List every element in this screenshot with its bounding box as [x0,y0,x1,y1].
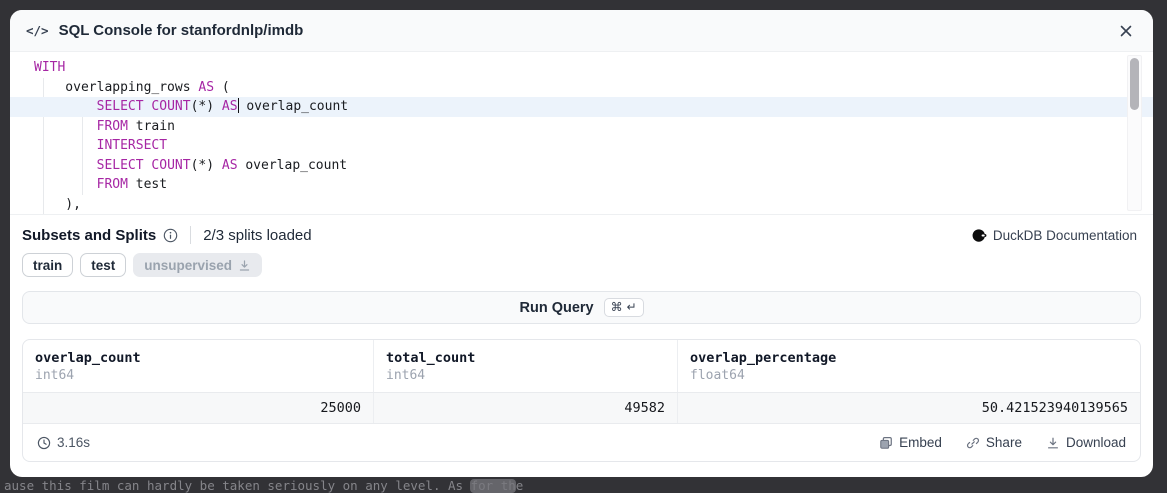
result-cell-overlap_percentage: 50.421523940139565 [981,400,1128,416]
column-header-total_count: total_count int64 [374,340,678,392]
split-chip-test[interactable]: test [80,253,127,277]
download-label: Download [1065,435,1126,450]
column-header-overlap_count: overlap_count int64 [23,340,374,392]
download-icon [239,259,250,271]
embed-icon [880,436,893,449]
sql-keyword: AS [221,157,238,173]
sql-editor[interactable]: WITH overlapping_rows AS ( SELECT COUNT(… [10,52,1153,215]
sql-console-modal: </> SQL Console for stanfordnlp/imdb WIT… [10,10,1153,477]
share-icon [966,437,979,448]
column-type: int64 [386,368,426,383]
sql-text: overlapping_rows [34,79,199,95]
sql-text [34,138,97,153]
duckdb-documentation-link[interactable]: DuckDB Documentation [972,228,1137,243]
split-chip-label: test [91,257,116,273]
sql-keyword: INTERSECT [96,138,168,153]
sql-text [34,119,97,134]
query-duration: 3.16s [37,435,90,450]
code-line[interactable]: overlapping_rows AS ( [10,78,1153,98]
column-name: overlap_count [35,350,141,366]
result-cell-overlap_count: 25000 [23,393,374,423]
split-chips: train test unsupervised [10,244,1153,277]
code-line[interactable]: FROM train [10,117,1153,137]
duckdb-documentation-label: DuckDB Documentation [992,227,1137,243]
column-name: total_count [386,350,476,366]
sql-keyword: COUNT [151,157,191,173]
keyboard-shortcut-badge: ⌘ ↵ [603,298,644,317]
sql-text: ( [214,79,230,95]
text-cursor [237,98,239,113]
code-line[interactable]: FROM test [10,175,1153,195]
code-line[interactable]: WITH [10,58,1153,78]
sql-keyword: COUNT [151,99,191,114]
dimmed-background-kbd [470,479,516,493]
close-button[interactable] [1115,20,1137,42]
embed-label: Embed [899,435,942,450]
share-button[interactable]: Share [966,435,1022,450]
column-header-overlap_percentage: overlap_percentage float64 [678,340,1140,392]
indent-guide [82,98,83,195]
modal-title: SQL Console for stanfordnlp/imdb [58,22,304,39]
footer-actions: Embed Share Download [879,435,1126,450]
embed-button[interactable]: Embed [879,435,942,450]
split-chip-label: unsupervised [144,257,233,273]
sql-text [34,177,97,192]
split-chip-unsupervised[interactable]: unsupervised [133,253,263,277]
editor-scrollbar-thumb[interactable] [1130,58,1139,110]
subsets-title: Subsets and Splits [22,226,157,244]
column-name: overlap_percentage [690,350,837,366]
run-query-label: Run Query [519,299,594,316]
sql-keyword: AS [198,79,215,95]
sql-text: (*) [190,99,215,114]
split-chip-label: train [33,257,63,273]
split-chip-train[interactable]: train [22,253,74,277]
dimmed-background-text: ause this film can hardly be taken serio… [4,478,524,493]
sql-text: (*) [190,157,215,173]
clock-icon [37,436,51,449]
sql-editor-lines: WITH overlapping_rows AS ( SELECT COUNT(… [10,58,1153,214]
column-type: float64 [690,368,745,383]
modal-header: </> SQL Console for stanfordnlp/imdb [10,10,1153,52]
sql-keyword: FROM [96,177,128,192]
code-line[interactable]: SELECT COUNT(*) AS overlap_count [10,97,1153,117]
sql-text: ), [34,196,81,212]
results-footer: 3.16s Embed Share Download [23,424,1140,461]
sql-text [214,158,222,173]
close-icon [1120,25,1132,36]
subsets-row: Subsets and Splits 2/3 splits loaded Duc… [10,215,1153,244]
code-icon: </> [26,23,49,38]
sql-keyword: SELECT [96,157,144,173]
result-cell-total_count: 49582 [374,393,678,423]
sql-keyword: FROM [96,118,128,134]
column-type: int64 [35,368,75,383]
indent-guide [43,78,44,214]
run-query-button[interactable]: Run Query ⌘ ↵ [22,291,1141,324]
sql-text [34,99,97,114]
sql-keyword: SELECT [96,99,144,114]
code-line[interactable]: ), [10,195,1153,215]
sql-text [34,158,97,173]
duckdb-logo-icon [972,228,987,242]
splits-loaded-status: 2/3 splits loaded [203,226,312,244]
code-line[interactable]: SELECT COUNT(*) AS overlap_count [10,156,1153,176]
sql-text: test [127,177,168,192]
divider [190,226,192,244]
sql-text: overlap_count [238,99,349,114]
sql-keyword: AS [221,99,238,114]
sql-keyword: WITH [34,60,66,75]
editor-scrollbar-track [1127,55,1142,211]
code-line[interactable]: INTERSECT [10,136,1153,156]
share-label: Share [985,435,1022,450]
download-button[interactable]: Download [1046,435,1126,450]
sql-text: train [127,118,175,134]
query-duration-value: 3.16s [57,435,91,450]
sql-text: overlap_count [237,157,348,173]
download-icon [1047,437,1058,448]
info-icon[interactable] [163,228,178,243]
sql-text [214,99,222,114]
